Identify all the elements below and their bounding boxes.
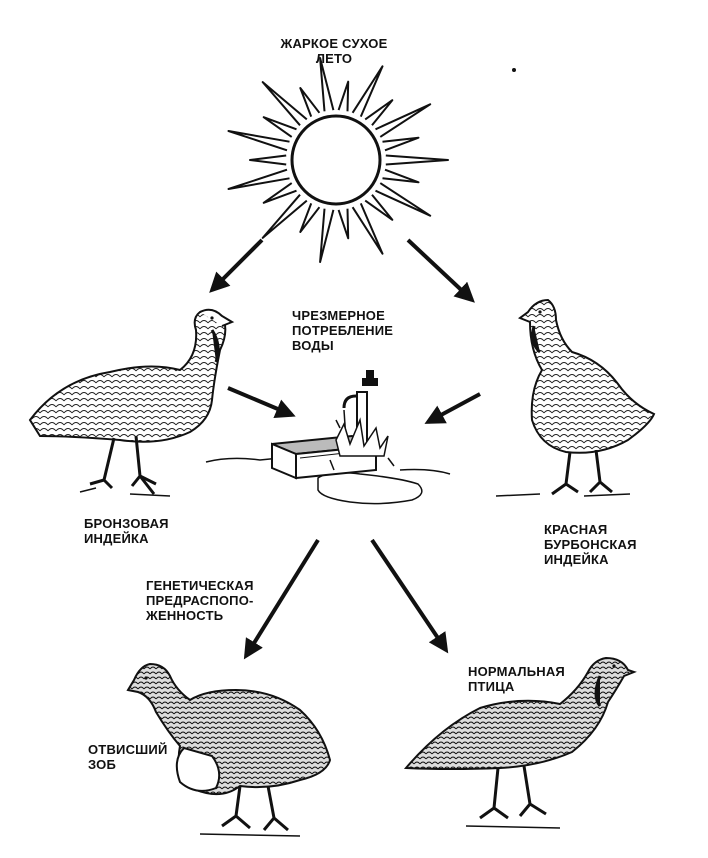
arrow-bronze-to-water [227,386,296,418]
turkey-icon [495,298,656,497]
arrow-water-to-normal [370,538,449,654]
sun-ray [227,57,449,263]
turkey-icon [28,308,235,497]
arrow-sun-to-bronze [209,238,264,293]
speck [512,68,516,72]
arrows [209,238,481,660]
arrow-sun-to-bourbon [406,238,475,303]
trough-icon [205,434,451,505]
turkey-icon [403,656,637,829]
water-tap-icon [329,370,395,471]
arrow-bourbon-to-water [424,392,481,424]
turkey-icon [126,662,332,837]
sun-icon [227,57,449,263]
arrow-water-to-crop [243,538,320,660]
